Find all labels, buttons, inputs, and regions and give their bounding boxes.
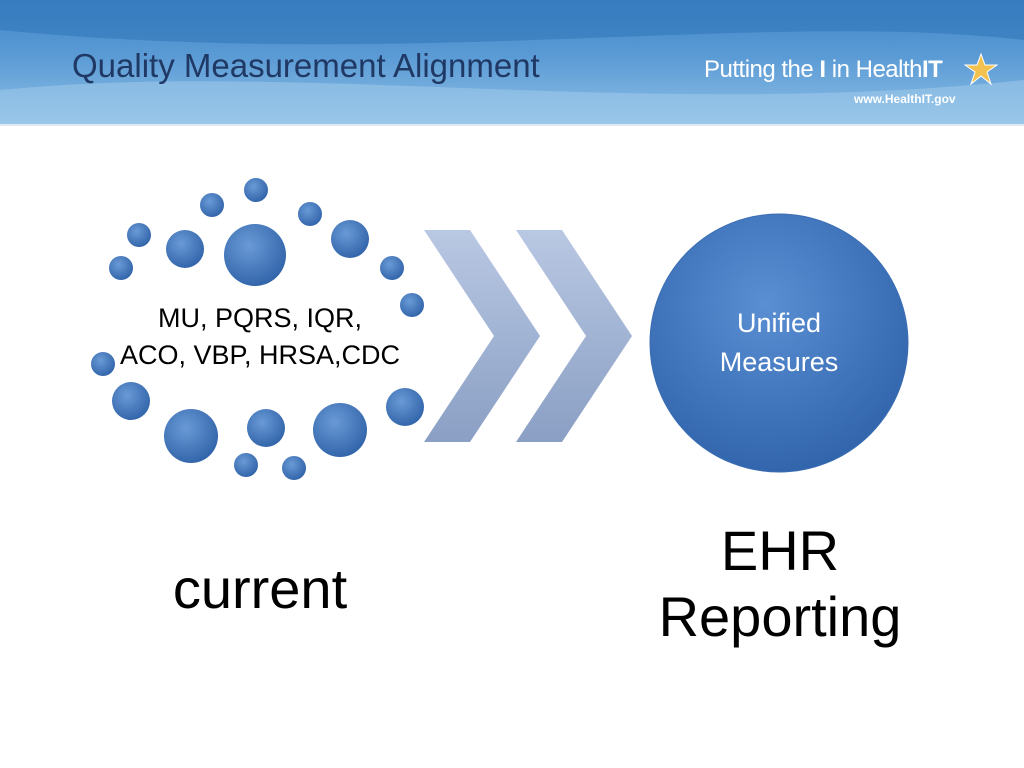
unified-measures-label: Unified Measures: [650, 304, 908, 382]
bubble: [91, 352, 115, 376]
bubble: [127, 223, 151, 247]
logo-text-part4: IT: [921, 56, 943, 83]
ehr-reporting-caption: EHR Reporting: [620, 518, 940, 650]
bubble: [298, 202, 322, 226]
bubble: [112, 382, 150, 420]
bubble: [166, 230, 204, 268]
chevron-arrow-1: [424, 230, 540, 442]
bubble-cluster: [91, 178, 424, 480]
bubble: [244, 178, 268, 202]
header-banner: [0, 0, 1024, 126]
logo-url: www.HealthIT.gov: [854, 92, 956, 106]
header-divider: [0, 124, 1024, 126]
logo-text-part2: I: [819, 56, 826, 83]
bubble: [109, 256, 133, 280]
bubble: [331, 220, 369, 258]
current-caption: current: [172, 557, 348, 620]
healthit-logo: Putting the I in HealthIT www.HealthIT.g…: [704, 52, 1004, 112]
star-icon: [964, 52, 998, 86]
unified-measures-circle: [649, 213, 909, 473]
chevron-arrow-2: [516, 230, 632, 442]
ehr-caption-line2: Reporting: [658, 585, 902, 648]
unified-measures-line2: Measures: [719, 347, 839, 377]
unified-measures-line1: Unified: [736, 308, 822, 338]
current-programs-line2: ACO, VBP, HRSA,CDC: [119, 340, 401, 370]
logo-wordmark: Putting the I in HealthIT: [704, 56, 943, 84]
bubble: [234, 453, 258, 477]
current-programs-label: MU, PQRS, IQR, ACO, VBP, HRSA,CDC: [100, 300, 420, 374]
bubble: [282, 456, 306, 480]
bubble: [200, 193, 224, 217]
current-programs-line1: MU, PQRS, IQR,: [157, 303, 363, 333]
bubble: [380, 256, 404, 280]
logo-text-part1: Putting the: [704, 56, 820, 83]
ehr-caption-line1: EHR: [720, 519, 840, 582]
slide-title: Quality Measurement Alignment: [72, 47, 540, 84]
bubble: [247, 409, 285, 447]
header-swoosh-decoration: [0, 0, 1024, 126]
bubble: [164, 409, 218, 463]
chevron-arrows: [424, 230, 632, 442]
bubble: [313, 403, 367, 457]
bubble: [386, 388, 424, 426]
logo-text-part3: in Health: [825, 56, 923, 83]
bubble: [400, 293, 424, 317]
bubble: [224, 224, 286, 286]
